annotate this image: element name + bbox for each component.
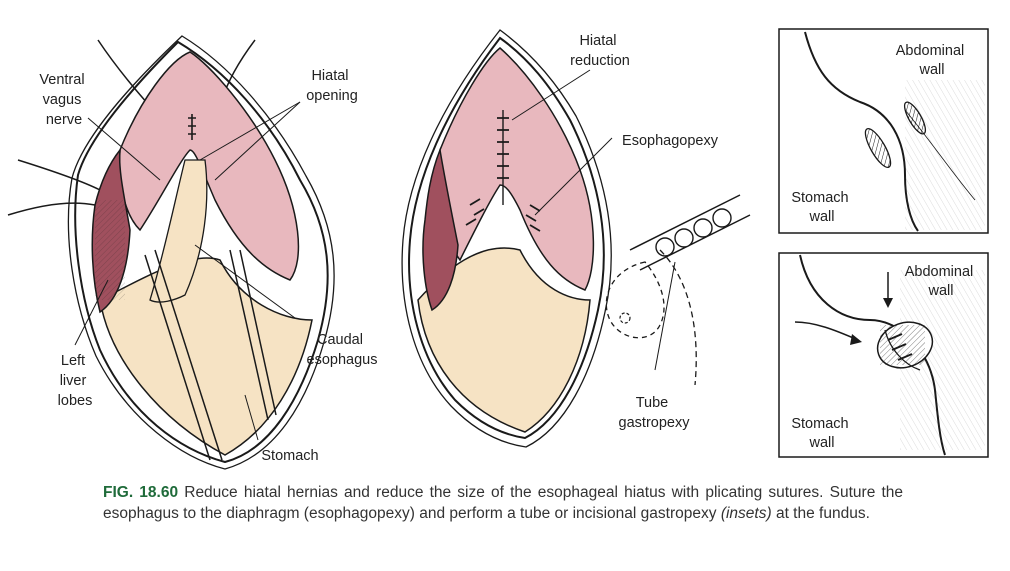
figure-number: FIG. 18.60 — [103, 484, 179, 501]
label-inset-top-abdominal-wall: Abdominal wall — [896, 43, 969, 78]
label-ventral-vagus-nerve: Ventral vagus nerve — [39, 72, 88, 128]
label-esophagopexy: Esophagopexy — [622, 133, 719, 149]
label-caudal-esophagus: Caudal esophagus — [307, 332, 378, 368]
label-left-liver-lobes: Left liver lobes — [58, 353, 93, 409]
caption-insets-italic: (insets) — [720, 505, 772, 522]
label-inset-bottom-abdominal-wall: Abdominal wall — [905, 264, 978, 299]
caption-text-end: at the fundus. — [771, 505, 870, 522]
left-panel-drawing — [7, 35, 335, 470]
label-hiatal-opening: Hiatal opening — [306, 68, 358, 104]
inset-top — [778, 28, 989, 234]
label-inset-top-stomach-wall: Stomach wall — [791, 190, 852, 225]
inset-bottom — [778, 252, 989, 458]
label-tube-gastropexy: Tube gastropexy — [619, 395, 691, 431]
surgical-illustration: Ventral vagus nerve Hiatal opening Cauda… — [7, 28, 989, 470]
middle-panel-drawing — [401, 29, 751, 448]
caption-text: Reduce hiatal hernias and reduce the siz… — [103, 484, 904, 522]
figure-caption: FIG. 18.60 Reduce hiatal hernias and red… — [103, 482, 903, 524]
label-stomach: Stomach — [261, 448, 318, 464]
label-inset-bottom-stomach-wall: Stomach wall — [791, 416, 852, 451]
label-hiatal-reduction: Hiatal reduction — [570, 33, 630, 69]
